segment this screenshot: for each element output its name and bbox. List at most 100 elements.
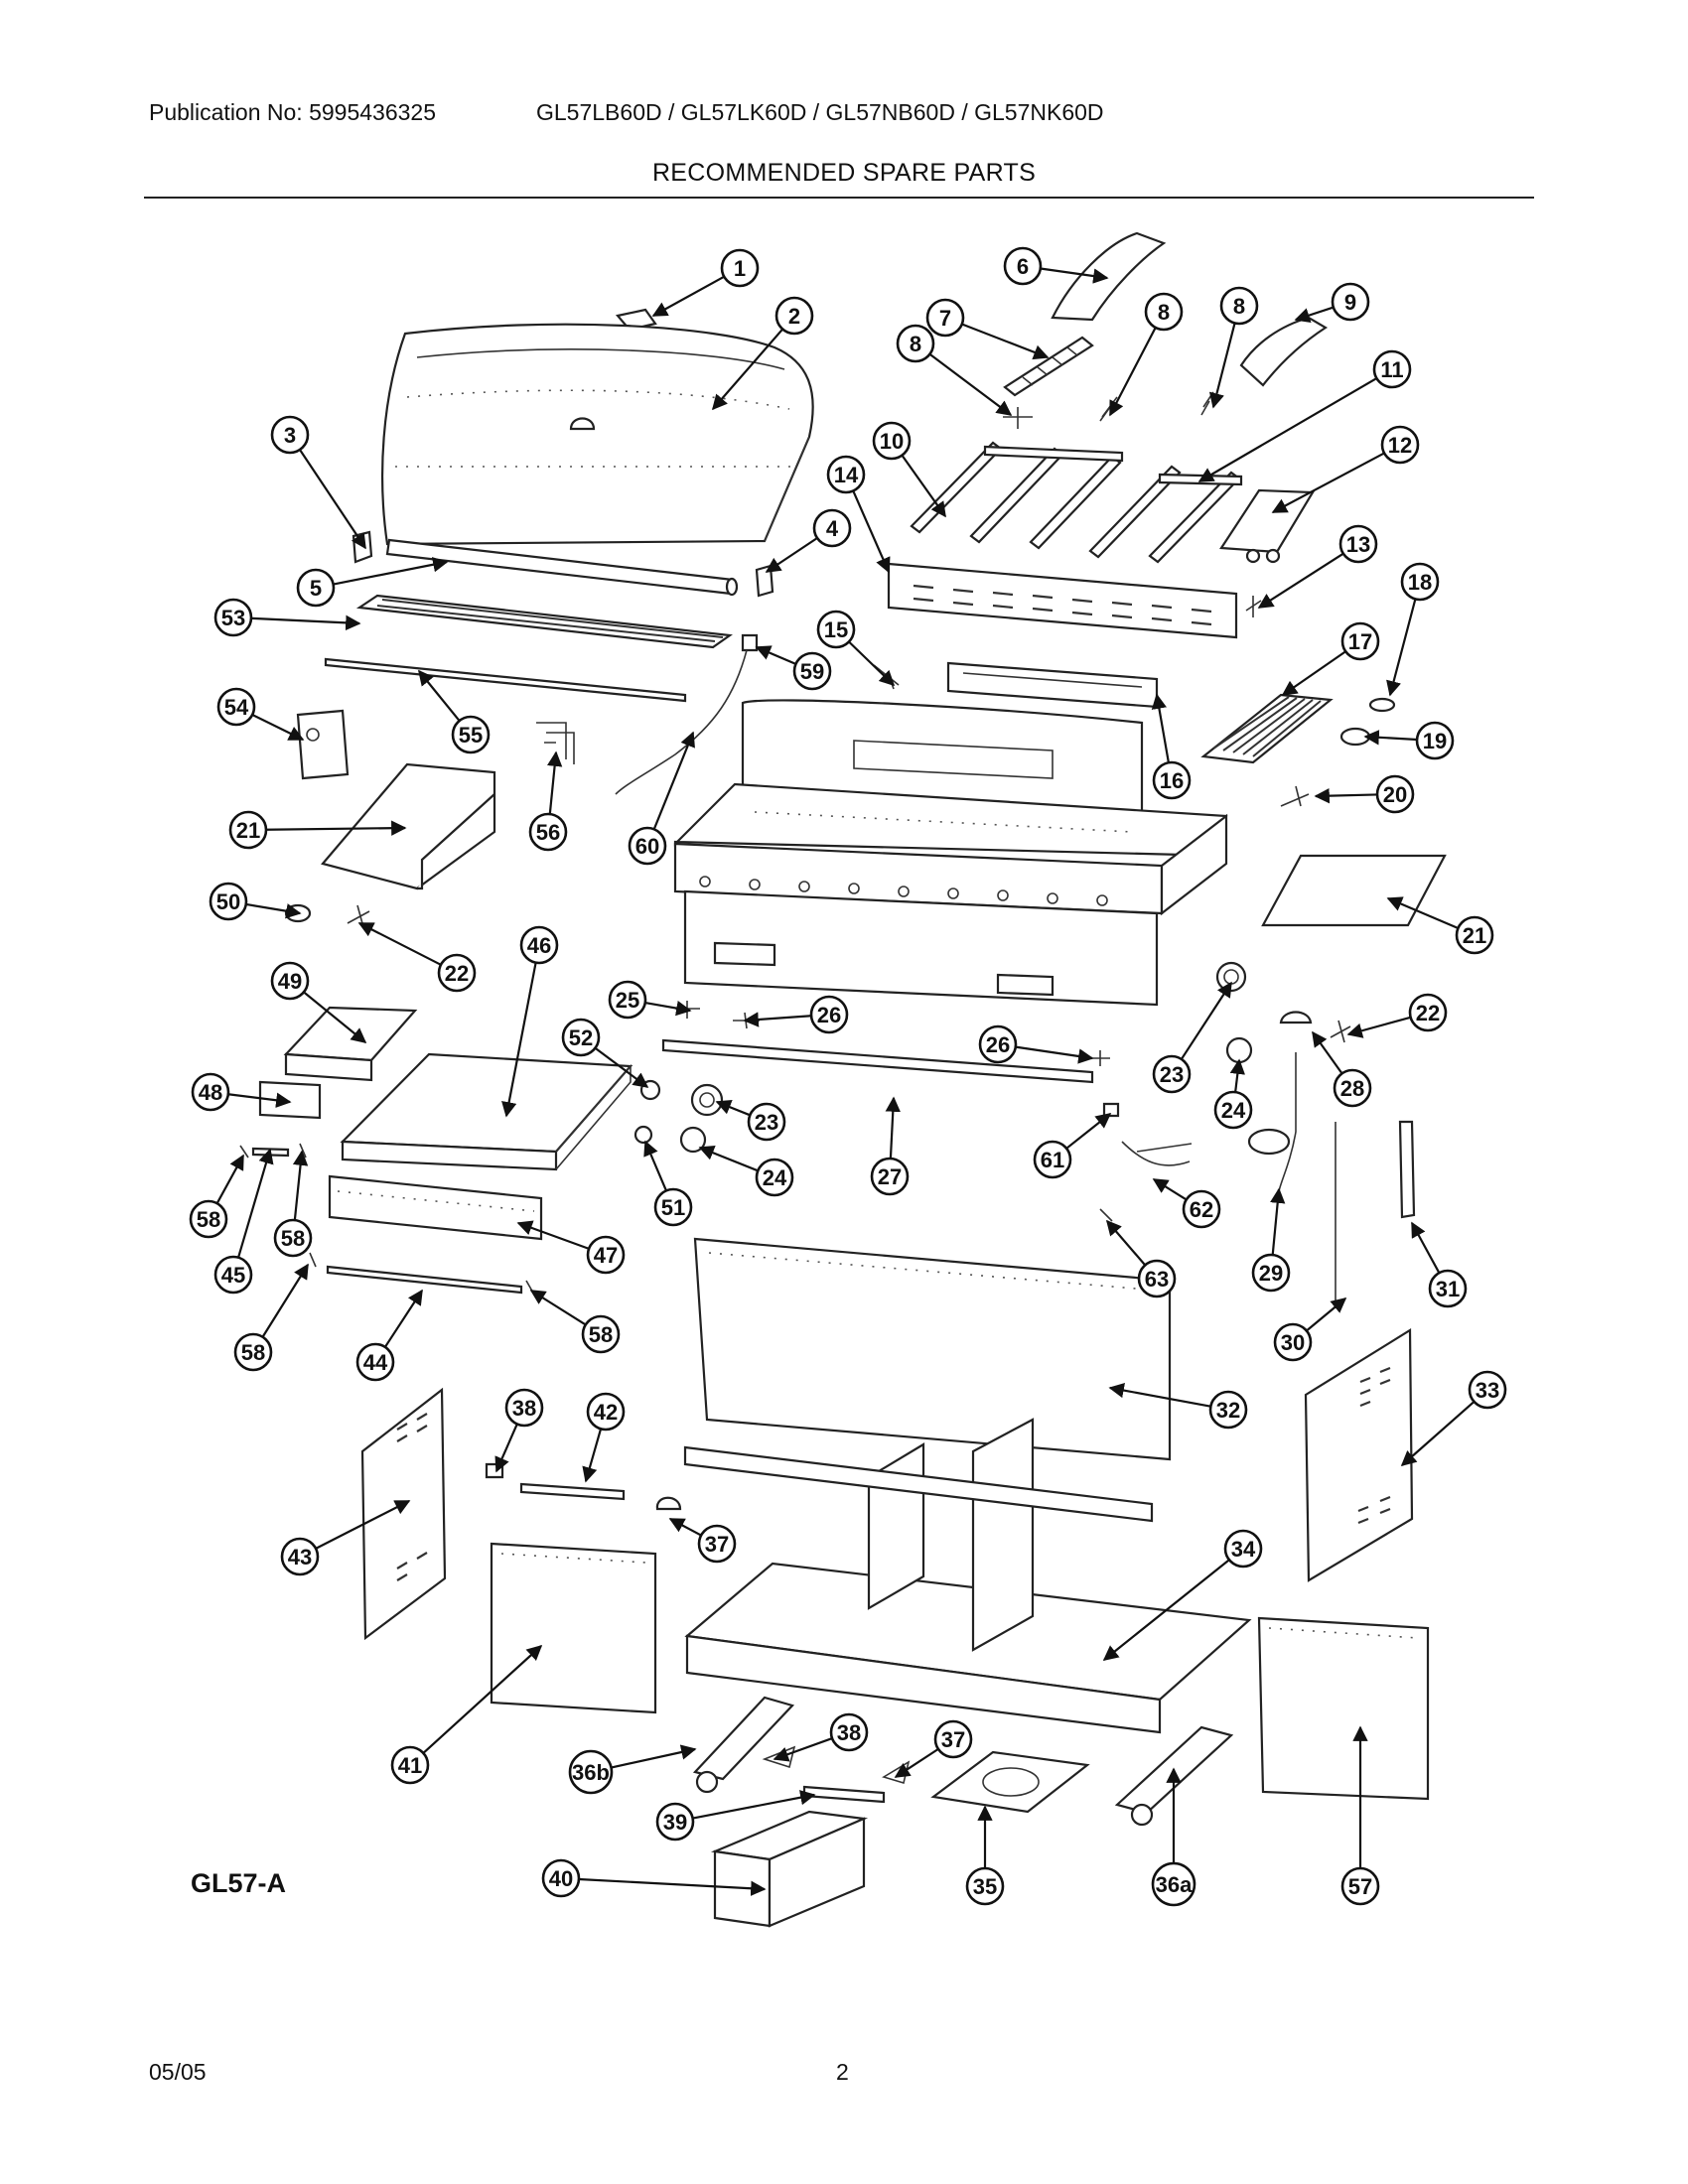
callout-bubble [978,1024,1018,1064]
callout-bubble [628,826,667,866]
callout-21: 21 [1386,896,1494,955]
callout-bubble [896,324,935,363]
callout-48: 48 [191,1072,292,1112]
callout-bubble [925,298,965,338]
callout-number: 23 [755,1110,778,1135]
part-16-drawing [946,661,1159,709]
part-32-panel-drawing [693,1237,1172,1461]
callout-bubble [568,1749,614,1795]
part-drawings [239,231,1447,1928]
callout-bubble [1408,993,1448,1032]
part-45-drawing [251,1147,290,1158]
callout-bubble [812,508,852,548]
leader-line [215,1154,244,1204]
callout-16: 16 [1151,693,1192,800]
leader-line [516,1220,590,1250]
callout-18: 18 [1386,562,1440,697]
leader-line [315,1500,411,1550]
callout-11: 11 [1197,349,1412,482]
callout-bubble [519,925,559,965]
leader-line [1386,896,1459,929]
leader-line [644,1001,692,1017]
callout-27: 27 [870,1096,910,1196]
callout-bubble [273,1218,313,1258]
callout-bubble [872,421,912,461]
callout-bubble [809,995,849,1034]
callout-number: 60 [635,834,659,859]
callout-17: 17 [1281,621,1380,696]
leader-line [292,1150,309,1221]
leader-line [1281,650,1346,696]
callout-bubble [280,1537,320,1576]
callout-56: 56 [528,751,568,852]
callout-number: 42 [594,1400,618,1425]
callout-bubble [1223,1529,1263,1569]
callout-bubble [653,1187,693,1227]
part-58a-drawing [239,1145,249,1159]
callout-bubble [1380,425,1420,465]
part-46-tray-drawing [340,1052,633,1171]
leader-line [1257,552,1344,609]
callout-number: 30 [1281,1330,1305,1355]
callout-number: 11 [1380,357,1403,382]
part-56-drawing [536,722,575,764]
leader-line [261,1263,309,1338]
leader-line [852,490,891,574]
leader-line [578,1877,767,1896]
callout-number: 8 [1233,294,1245,319]
callout-number: 31 [1436,1277,1460,1301]
callout-number: 38 [512,1396,536,1421]
part-2-hood-drawing [381,323,814,546]
callout-1: 1 [651,248,760,317]
callout-61: 61 [1033,1113,1112,1179]
part-10-burners-drawing [910,441,1124,550]
leader-line [1386,599,1417,697]
part-8c-drawing [1200,391,1214,416]
part-62-wire-drawing [1121,1141,1193,1166]
callout-bubble [541,1858,581,1898]
leader-line [692,1790,816,1820]
callout-number: 26 [986,1032,1010,1057]
leader-line [743,1012,812,1027]
callout-bubble [1415,721,1455,760]
callout-number: 5 [310,576,322,601]
callout-bubble [826,455,866,494]
callout-39: 39 [655,1790,816,1842]
leader-line [1105,1219,1147,1267]
callout-bubble [1003,246,1043,286]
callout-44: 44 [355,1289,423,1382]
part-37b-drawing [882,1760,911,1785]
callout-37: 37 [668,1518,737,1564]
leader-line [765,537,818,573]
callout-number: 38 [837,1720,861,1745]
leader-line [1229,1058,1245,1093]
callout-number: 7 [939,306,951,331]
callout-bubble [270,961,310,1001]
leader-line [333,557,449,586]
callout-number: 1 [734,256,746,281]
callout-60: 60 [628,731,695,866]
callout-49: 49 [270,961,367,1043]
part-37a-drawing [655,1496,682,1511]
part-26b-drawing [1090,1050,1110,1066]
callout-number: 34 [1231,1537,1256,1562]
part-27-manifold-drawing [661,1038,1094,1084]
part-23a-drawing [1215,961,1247,993]
leader-line [651,275,725,317]
callout-bubble [1213,1090,1253,1130]
callout-bubble [1428,1269,1468,1308]
callout-bubble [755,1158,794,1197]
leader-line [529,1290,587,1326]
callout-number: 17 [1348,629,1372,654]
callout-bubble [1455,915,1494,955]
callout-36b: 36b [568,1744,697,1795]
callout-number: 3 [284,423,296,448]
part-22a-drawing [347,904,370,928]
callout-bubble [1400,562,1440,602]
part-28-drawing [1279,1011,1313,1024]
part-8b-drawing [1099,396,1118,422]
callout-22: 22 [357,922,477,993]
callout-47: 47 [516,1220,626,1275]
